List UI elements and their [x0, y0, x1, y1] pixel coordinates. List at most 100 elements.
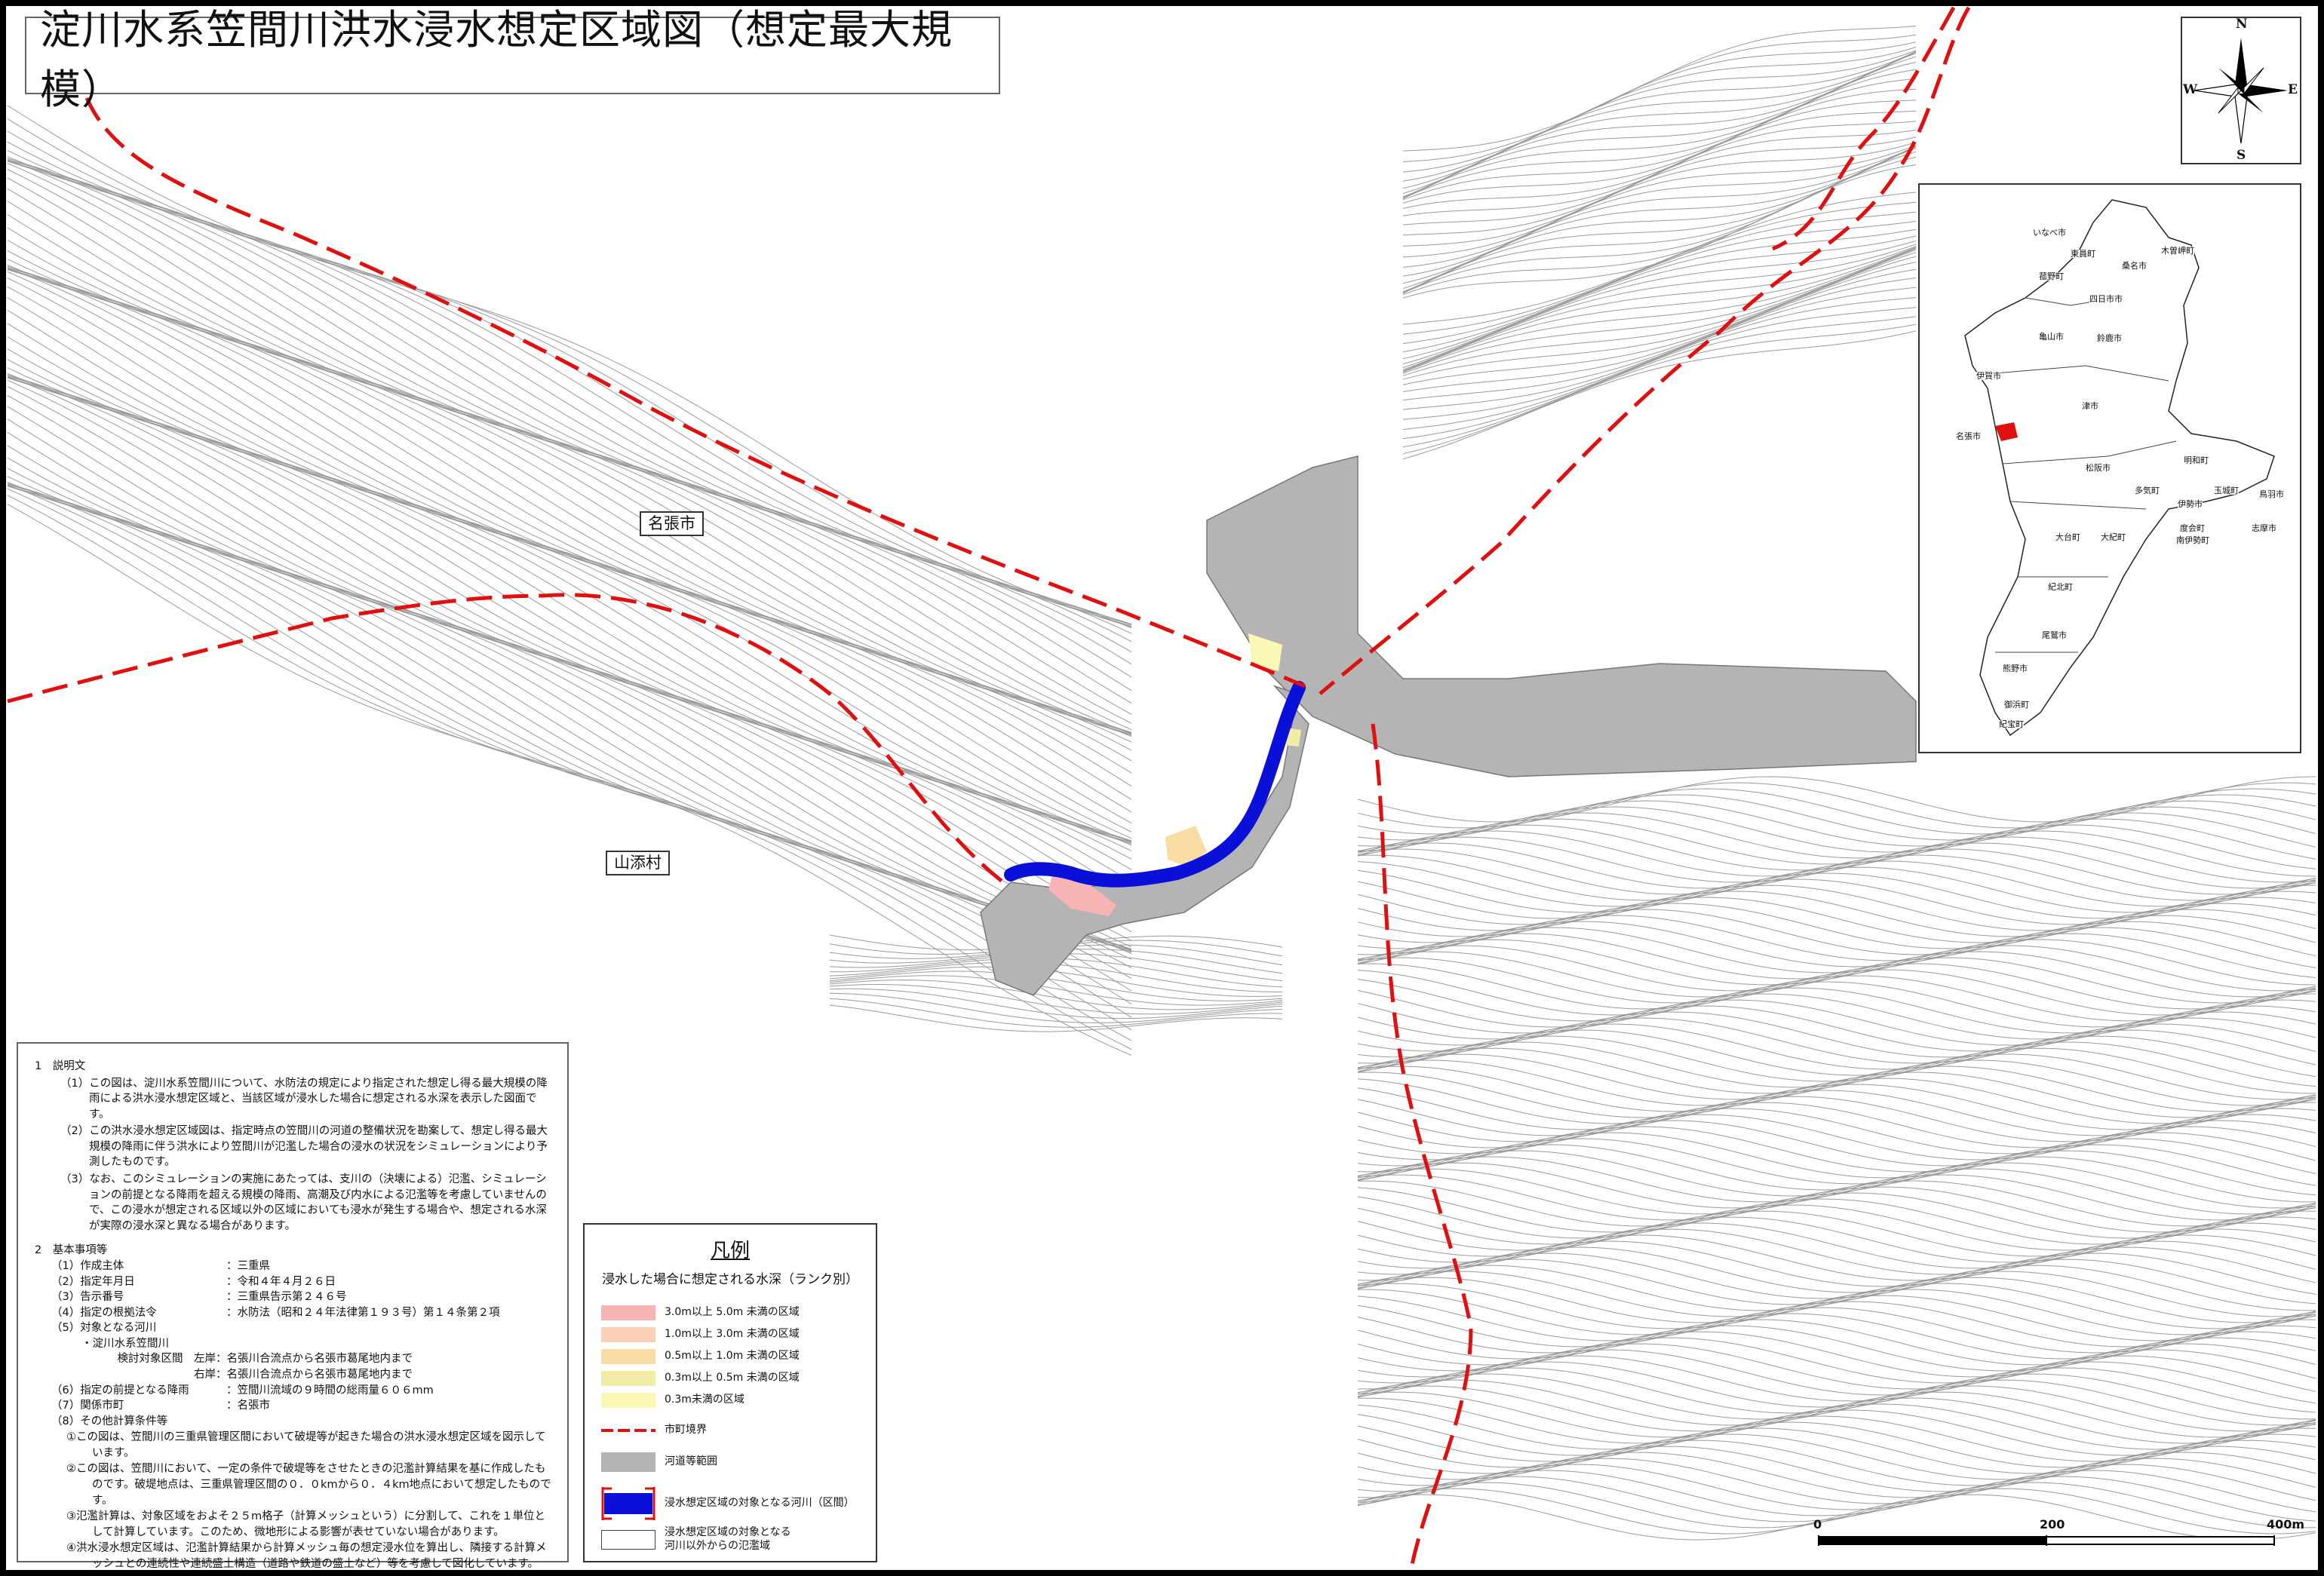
inset-label: 玉城町: [2214, 486, 2239, 495]
boundary-line-1: [1319, 6, 1971, 695]
inset-label: 明和町: [2184, 455, 2209, 465]
contour-line: [1357, 830, 2316, 877]
inset-label: 木曽岬町: [2161, 246, 2194, 256]
inset-label: いなべ市: [2033, 228, 2066, 238]
contour-line: [7, 431, 1132, 952]
contour-line: [7, 406, 1132, 952]
contour-line: [7, 488, 1132, 1041]
contour-line: [7, 323, 1132, 845]
legend-other-river-label-line1: 浸水想定区域の対象となる: [665, 1526, 791, 1538]
boundary-line-4: [7, 593, 1005, 884]
contour-line: [7, 374, 1132, 909]
legend-depth-label: 1.0m以上 3.0m 未満の区域: [665, 1328, 800, 1341]
flood-depth-areas: [1048, 633, 1301, 916]
contour-line: [1357, 1452, 2316, 1498]
main-river-channel: [1206, 455, 1917, 777]
contour-line: [1357, 1482, 2316, 1528]
compass-star-icon: [2194, 38, 2288, 144]
contour-line: [7, 160, 1132, 653]
contour-line: [1357, 1096, 2316, 1142]
contour-line: [7, 159, 1132, 634]
contour-line: [7, 483, 1132, 992]
contour-line: [1357, 848, 2316, 895]
inset-label: 伊賀市: [1976, 371, 2001, 381]
contour-line: [7, 201, 1132, 736]
contour-line: [1357, 1379, 2316, 1426]
contour-line: [1357, 1174, 2316, 1221]
legend-depth-row: 1.0m以上 3.0m 未満の区域: [601, 1327, 800, 1342]
contour-line: [1357, 903, 2316, 949]
contour-line: [829, 998, 1283, 1028]
contour-line: [1402, 235, 1917, 365]
compass-rose: N S W E: [2181, 17, 2301, 164]
legend-target-river-row: 浸水想定区域の対象となる河川（区間）: [601, 1486, 855, 1522]
contour-line: [1357, 1047, 2316, 1094]
contour-line: [1357, 1005, 2316, 1052]
notes-condition: ③氾濫計算は、対象区域をおよそ２５m格子（計算メッシュという）に分割して、これを…: [66, 1510, 545, 1538]
contour-line: [7, 373, 1132, 846]
terrain-contours: [7, 26, 2316, 1541]
legend: 凡例 浸水した場合に想定される水深（ランク別） 3.0m以上 5.0m 未満の区…: [583, 1223, 877, 1562]
depth-05to1-area: [1165, 826, 1207, 866]
scale-bar-graphic: [1818, 1535, 2275, 1546]
contour-line: [1402, 252, 1917, 380]
contour-line: [1357, 1065, 2316, 1112]
contour-line: [1357, 836, 2316, 883]
contour-line: [7, 267, 1132, 774]
contour-line: [1357, 1403, 2316, 1450]
contour-line: [7, 214, 1132, 736]
contour-line: [1357, 1168, 2316, 1215]
contour-line: [1402, 262, 1917, 392]
legend-channel-row: 河道等範囲: [601, 1452, 717, 1472]
contour-line: [7, 158, 1132, 691]
scale-label-400: 400m: [2267, 1517, 2305, 1532]
notes-paragraph: （1）この図は、淀川水系笠間川について、水防法の規定により指定された想定し得る最…: [60, 1077, 548, 1121]
contour-line: [7, 286, 1132, 839]
legend-subtitle: 浸水した場合に想定される水深（ランク別）: [602, 1272, 858, 1287]
notes-left-bank: 検討対象区間 左岸：名張川合流点から名張市葛尾地内まで: [117, 1353, 413, 1366]
contour-line: [1402, 192, 1917, 325]
legend-target-river-label: 浸水想定区域の対象となる河川（区間）: [665, 1497, 855, 1510]
contour-line: [1402, 62, 1917, 201]
contour-line: [7, 309, 1132, 845]
inset-label: 南伊勢町: [2176, 535, 2209, 545]
contour-line: [1402, 307, 1917, 440]
contour-line: [1357, 1391, 2316, 1438]
contour-line: [7, 159, 1132, 665]
place-label-nabari: 名張市: [640, 511, 704, 536]
contour-line: [829, 970, 1283, 1001]
contour-line: [1402, 247, 1917, 373]
contour-line: [1357, 1186, 2316, 1233]
contour-line: [1402, 129, 1917, 258]
contour-line: [1402, 78, 1917, 209]
contour-line: [1357, 1162, 2316, 1209]
contour-line: [829, 980, 1283, 1010]
contour-line: [1357, 1053, 2316, 1100]
contour-line: [1357, 987, 2316, 1034]
contour-line: [1402, 241, 1917, 368]
contour-line: [1402, 316, 1917, 448]
contour-line: [7, 376, 1132, 882]
inset-label: 御浜町: [2004, 700, 2029, 710]
scale-label-200: 200: [2040, 1517, 2065, 1532]
contour-line: [1357, 1059, 2316, 1106]
contour-line: [829, 988, 1283, 1019]
map-title: 淀川水系笠間川洪水浸水想定区域図（想定最大規模）: [25, 6, 1000, 113]
legend-depth-label: 3.0m以上 5.0m 未満の区域: [665, 1306, 800, 1319]
contour-line: [1357, 1204, 2316, 1251]
contour-line: [1357, 1421, 2316, 1468]
legend-title: 凡例: [710, 1240, 750, 1262]
contour-line: [1402, 51, 1917, 198]
notes-item: （7）関係市町：名張市: [51, 1400, 270, 1412]
notes-item: （5）対象となる河川: [51, 1322, 157, 1335]
notes-condition: ①この図は、笠間川の三重県管理区間において破堤等が起きた場合の洪水浸水想定区域を…: [66, 1431, 546, 1459]
contour-line: [1357, 1415, 2316, 1462]
contour-line: [1357, 1029, 2316, 1076]
inset-label: 鳥羽市: [2259, 489, 2284, 499]
contour-line: [1357, 939, 2316, 986]
place-label-yamazoe: 山添村: [606, 851, 670, 875]
legend-target-river-symbol: [601, 1487, 655, 1520]
contour-line: [1357, 1228, 2316, 1275]
